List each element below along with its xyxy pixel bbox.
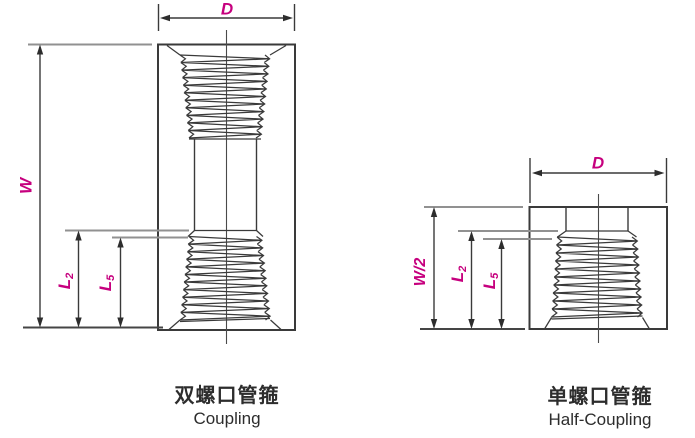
caption-coupling-zh: 双螺口管箍 xyxy=(174,385,280,407)
caption-coupling-en: Coupling xyxy=(193,409,261,428)
dim-label-d-right: D xyxy=(591,153,605,173)
dim-label-l5-left: L5 xyxy=(96,274,117,292)
dim-label-d-left: D xyxy=(220,0,234,19)
dim-label-l5-right: L5 xyxy=(480,272,501,290)
dim-label-w-left: W xyxy=(16,177,36,195)
caption-half-coupling-zh: 单螺口管箍 xyxy=(547,386,653,408)
dim-label-w2-right: W/2 xyxy=(412,257,429,287)
caption-half-coupling-en: Half-Coupling xyxy=(548,410,652,429)
dim-label-l2-left: L2 xyxy=(55,272,76,290)
dim-label-l2-right: L2 xyxy=(448,265,469,283)
